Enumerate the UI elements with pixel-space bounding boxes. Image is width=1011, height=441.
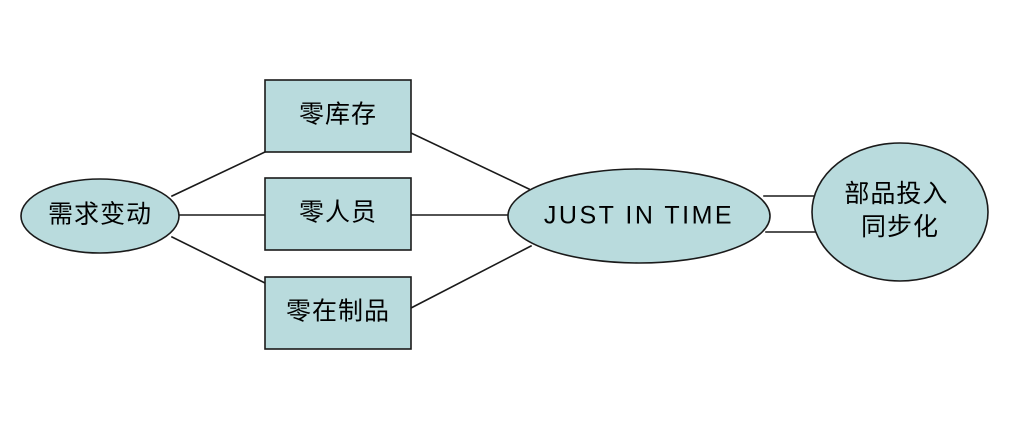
zero-inventory-label: 零库存 — [299, 101, 377, 129]
zero-inventory-box[interactable] — [264, 79, 412, 153]
connector-demand-to-zero-wip — [170, 235, 267, 285]
connector-demand-to-zero-inventory — [170, 150, 267, 198]
parts-input-synchronization-label: 部品投入 同步化 — [844, 180, 955, 241]
zero-personnel-box[interactable] — [264, 177, 412, 251]
node-demand-fluctuation[interactable]: 需求变动 — [20, 178, 180, 254]
zero-work-in-process-box[interactable] — [264, 276, 412, 350]
zero-personnel-label: 零人员 — [299, 200, 377, 227]
node-just-in-time[interactable]: JUST IN TIME — [507, 168, 771, 264]
node-zero-work-in-process[interactable]: 零在制品 — [264, 276, 412, 350]
parts-input-line-2: 同步化 — [861, 213, 939, 241]
zero-work-in-process-label: 零在制品 — [286, 298, 390, 326]
connector-zero-wip-to-jit — [409, 244, 533, 310]
node-parts-input-synchronization[interactable]: 部品投入 同步化 — [811, 142, 989, 282]
connector-group — [170, 131, 820, 310]
just-in-time-label: JUST IN TIME — [544, 202, 734, 230]
connector-zero-inventory-to-jit — [409, 131, 531, 191]
just-in-time-ellipse[interactable] — [507, 168, 771, 264]
node-zero-personnel[interactable]: 零人员 — [264, 177, 412, 251]
parts-input-line-1: 部品投入 — [844, 180, 948, 208]
parts-input-synchronization-ellipse[interactable] — [811, 142, 989, 282]
demand-fluctuation-label: 需求变动 — [48, 201, 152, 229]
demand-fluctuation-ellipse[interactable] — [20, 178, 180, 254]
node-zero-inventory[interactable]: 零库存 — [264, 79, 412, 153]
